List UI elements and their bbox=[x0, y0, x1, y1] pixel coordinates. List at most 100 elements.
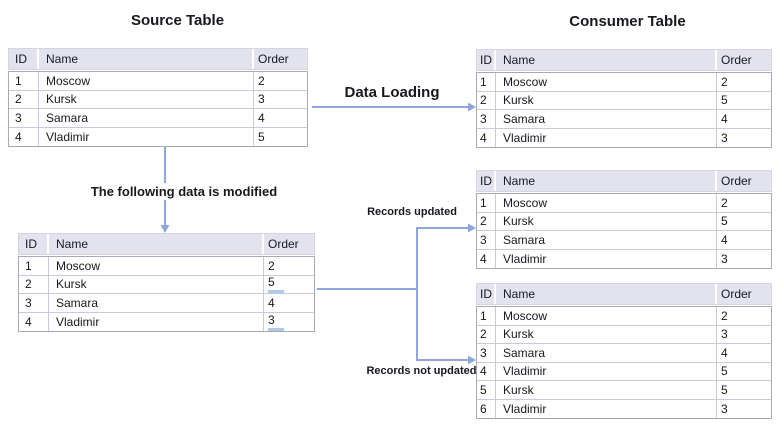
table-cell-order: 2 bbox=[721, 74, 728, 89]
table-cell-name: Moscow bbox=[496, 307, 717, 325]
table-cell-id: 4 bbox=[477, 249, 496, 268]
table-cell-name: Samara bbox=[496, 231, 717, 249]
table-cell-id: 4 bbox=[477, 128, 496, 147]
table-cell-order: 3 bbox=[258, 92, 265, 107]
table-cell-order: 5 bbox=[721, 93, 728, 108]
table-cell-id: 1 bbox=[477, 73, 496, 91]
table-cell-id: 4 bbox=[477, 362, 496, 380]
table-cell-name: Samara bbox=[496, 110, 717, 128]
column-header-name: Name bbox=[496, 50, 717, 70]
table-cell-name: Kursk bbox=[496, 91, 717, 109]
modified-value-highlight: 3 bbox=[268, 313, 284, 331]
column-header-id: ID bbox=[9, 49, 39, 69]
table-cell-name: Vladimir bbox=[496, 362, 717, 380]
table-cell-name: Moscow bbox=[49, 257, 264, 275]
consumer-table-title: Consumer Table bbox=[569, 13, 686, 30]
table-cell-order: 4 bbox=[268, 295, 275, 310]
table-cell-name: Samara bbox=[49, 294, 264, 312]
table-header: ID Name Order bbox=[476, 283, 772, 305]
table-cell-id: 3 bbox=[9, 109, 39, 127]
table-cell-name: Kursk bbox=[49, 275, 264, 293]
column-header-order: Order bbox=[268, 237, 299, 251]
table-cell-name: Samara bbox=[39, 109, 254, 127]
table-cell-order: 3 bbox=[721, 130, 728, 145]
table-cell-name: Kursk bbox=[496, 325, 717, 343]
table-cell-order: 5 bbox=[721, 382, 728, 397]
column-header-order: Order bbox=[721, 174, 752, 188]
table-cell-order: 3 bbox=[721, 327, 728, 342]
table-cell-id: 2 bbox=[477, 212, 496, 230]
table-cell-id: 3 bbox=[477, 231, 496, 249]
table-cell-id: 5 bbox=[477, 381, 496, 399]
records-not-updated-label: Records not updated bbox=[366, 365, 477, 377]
column-header-order: Order bbox=[721, 287, 752, 301]
table-cell-name: Kursk bbox=[496, 381, 717, 399]
table-cell-order: 5 bbox=[721, 214, 728, 229]
table-cell-id: 3 bbox=[19, 294, 49, 312]
column-header-order: Order bbox=[258, 52, 289, 66]
table-header: ID Name Order bbox=[476, 170, 772, 192]
table-header: ID Name Order bbox=[476, 49, 772, 71]
branch-connector bbox=[317, 223, 476, 365]
table-cell-id: 1 bbox=[19, 257, 49, 275]
table-cell-id: 1 bbox=[477, 307, 496, 325]
column-header-id: ID bbox=[19, 234, 49, 254]
table-cell-id: 1 bbox=[9, 72, 39, 90]
column-header-order: Order bbox=[721, 53, 752, 67]
table-cell-id: 6 bbox=[477, 399, 496, 418]
data-loading-label: Data Loading bbox=[344, 84, 440, 101]
table-cell-name: Vladimir bbox=[49, 312, 264, 331]
table-cell-order: 3 bbox=[721, 401, 728, 416]
table-cell-order: 2 bbox=[721, 195, 728, 210]
table-cell-name: Moscow bbox=[496, 73, 717, 91]
table-header: ID Name Order bbox=[18, 233, 315, 255]
table-cell-name: Vladimir bbox=[496, 249, 717, 268]
table-cell-order: 3 bbox=[264, 313, 314, 332]
table-cell-id: 3 bbox=[477, 110, 496, 128]
table-cell-order: 5 bbox=[264, 276, 314, 293]
records-updated-label: Records updated bbox=[367, 206, 457, 218]
table-cell-name: Moscow bbox=[496, 194, 717, 212]
table-cell-id: 4 bbox=[9, 127, 39, 146]
table-cell-id: 4 bbox=[19, 312, 49, 331]
column-header-name: Name bbox=[496, 284, 717, 304]
table-cell-order: 5 bbox=[258, 129, 265, 144]
column-header-id: ID bbox=[477, 284, 496, 304]
table-cell-name: Vladimir bbox=[496, 128, 717, 147]
table-cell-name: Samara bbox=[496, 344, 717, 362]
table-cell-order: 3 bbox=[721, 251, 728, 266]
table-cell-name: Kursk bbox=[496, 212, 717, 230]
table-cell-name: Vladimir bbox=[496, 399, 717, 418]
table-cell-order: 2 bbox=[258, 73, 265, 88]
column-header-id: ID bbox=[477, 171, 496, 191]
data-loading-arrow bbox=[312, 102, 476, 112]
table-cell-id: 2 bbox=[9, 90, 39, 108]
